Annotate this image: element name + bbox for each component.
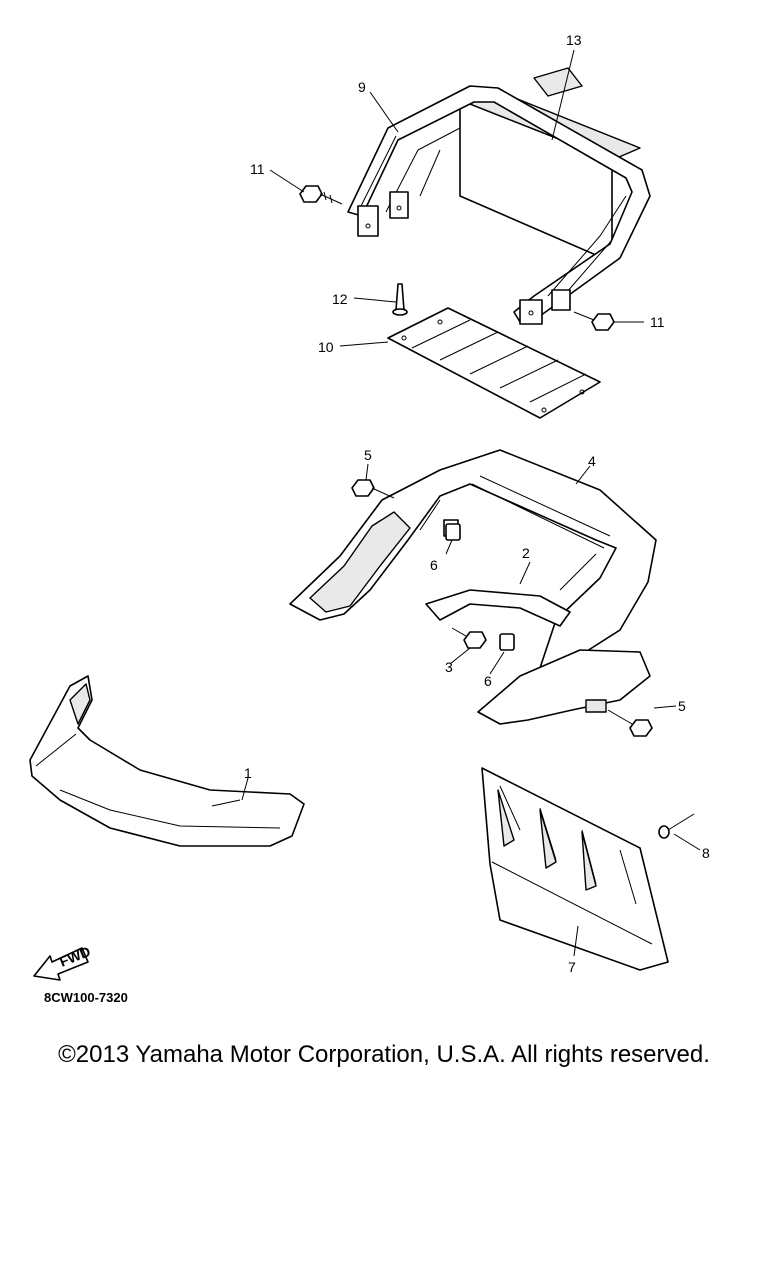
part-10-rack-plate — [387, 307, 601, 419]
callout-2: 2 — [522, 545, 530, 561]
callout-13: 13 — [566, 32, 582, 48]
part-7-mud-flap — [481, 767, 669, 971]
part-3-screw — [451, 627, 487, 649]
callout-11-right: 11 — [650, 314, 665, 330]
part-13-label-sticker — [533, 67, 583, 97]
callout-6-upper: 6 — [430, 557, 438, 573]
callout-4: 4 — [588, 453, 596, 469]
part-2-inner-fender — [425, 589, 651, 725]
callout-7: 7 — [568, 959, 576, 975]
callout-1: 1 — [244, 765, 252, 781]
part-5-bolt-lower — [607, 709, 653, 737]
callout-6-lower: 6 — [484, 673, 492, 689]
callout-10: 10 — [318, 339, 334, 355]
callout-8: 8 — [702, 845, 710, 861]
part-9-rear-rack — [347, 85, 651, 325]
copyright-notice: ©2013 Yamaha Motor Corporation, U.S.A. A… — [58, 1041, 710, 1068]
part-11-bolt-right — [573, 311, 615, 331]
part-8-rivet — [658, 813, 695, 839]
callout-12: 12 — [332, 291, 348, 307]
part-6-clip-upper — [445, 523, 461, 541]
parts-diagram: FWD 13 9 11 11 12 10 5 4 6 2 3 6 5 1 8 7 — [29, 32, 710, 981]
part-1-front-bumper — [29, 675, 305, 847]
fwd-arrow-icon: FWD — [33, 943, 93, 981]
callout-5-lower: 5 — [678, 698, 686, 714]
part-6-clip-lower — [499, 633, 515, 651]
part-11-bolt-left — [299, 185, 343, 205]
part-12-rivet — [392, 283, 408, 316]
callout-5-upper: 5 — [364, 447, 372, 463]
callout-9: 9 — [358, 79, 366, 95]
callout-3: 3 — [445, 659, 453, 675]
part-5-bolt-upper — [351, 479, 395, 499]
leader-lines — [241, 49, 701, 957]
diagram-code: 8CW100-7320 — [44, 990, 128, 1005]
callout-11-left: 11 — [250, 161, 265, 177]
